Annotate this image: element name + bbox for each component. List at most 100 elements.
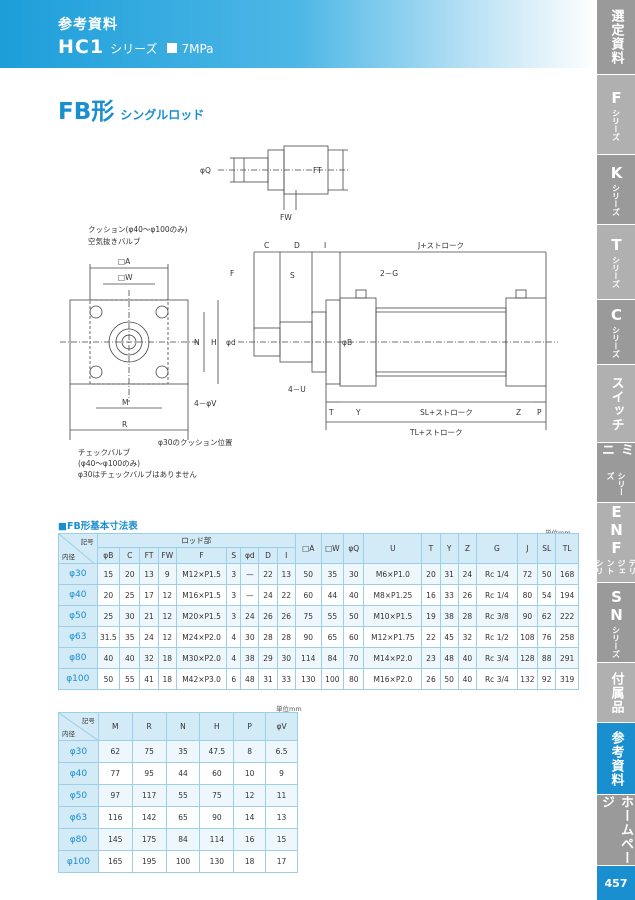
- side-index-tabs: 選定資料FシリーズKシリーズTシリーズCシリーズスイッチミニシリーズENFインテ…: [584, 0, 635, 900]
- table1-header: SL: [537, 533, 557, 564]
- dim-f: F: [230, 269, 234, 278]
- side-tab-label: SN: [607, 587, 626, 624]
- dim-u: 4－U: [288, 385, 306, 394]
- side-tab-sublabel: シリーズ: [611, 256, 621, 288]
- table-cell: 100: [320, 668, 345, 690]
- table1-corner-bore: 内径: [62, 553, 75, 561]
- side-tab[interactable]: ミニシリーズ: [597, 443, 635, 503]
- table-cell: 26: [457, 584, 478, 606]
- table-cell: 31: [439, 563, 459, 585]
- dim-tl: TL+ストローク: [409, 428, 463, 437]
- table-cell: 12: [233, 784, 267, 807]
- table1-bore: φ80: [58, 647, 98, 669]
- table-cell: 76: [537, 626, 557, 648]
- side-tab[interactable]: 参考資料: [597, 723, 635, 795]
- section-title: FB形シングルロッド: [58, 92, 204, 126]
- side-tab[interactable]: 選定資料: [597, 0, 635, 75]
- note-check-valve-range: (φ40～φ100のみ): [78, 459, 140, 468]
- table-cell: 3: [226, 605, 242, 627]
- side-tab[interactable]: スイッチ: [597, 365, 635, 443]
- side-tab-sublabel: シリーズ: [611, 326, 621, 358]
- table-cell: —: [240, 563, 260, 585]
- table1-bore: φ100: [58, 668, 98, 690]
- dim-j: J+ストローク: [417, 241, 464, 250]
- table-cell: 20: [421, 563, 441, 585]
- table1-header: Y: [439, 533, 459, 564]
- side-tab[interactable]: ENFインテリジェントシリーズ: [584, 503, 635, 583]
- side-tab[interactable]: 付属品: [597, 663, 635, 723]
- technical-drawing: φQ FT FW クッション(φ40～φ100のみ) 空気抜きバルブ □A □W…: [58, 140, 598, 500]
- side-tab-label: スイッチ: [608, 375, 624, 432]
- drawing-svg: φQ FT FW クッション(φ40～φ100のみ) 空気抜きバルブ □A □W…: [60, 145, 558, 479]
- note-phi30: φ30はチェックバルブはありません: [78, 469, 197, 479]
- table-cell: 62: [537, 605, 557, 627]
- side-tab[interactable]: ホームページ: [597, 795, 635, 866]
- table-cell: 25: [96, 605, 121, 627]
- table-cell: M10×P1.5: [363, 605, 423, 627]
- table1-corner: 記号 内径: [58, 533, 98, 564]
- table-cell: 50: [96, 668, 121, 690]
- table-cell: 20: [119, 563, 141, 585]
- table2-corner: 記号 内径: [58, 712, 99, 741]
- table-cell: 44: [165, 762, 201, 785]
- side-tab-sublabel: インテリジェントシリーズ: [584, 559, 635, 575]
- side-tab-label: 参考資料: [608, 730, 624, 787]
- table2-bore: φ63: [58, 806, 99, 829]
- table1-header: U: [363, 533, 423, 564]
- header-series: HC1: [58, 36, 105, 58]
- table2-header: P: [233, 712, 267, 741]
- table-cell: 30: [240, 626, 260, 648]
- table-cell: Rc 1/4: [476, 584, 518, 606]
- table-cell: 30: [343, 563, 365, 585]
- table-cell: Rc 1/4: [476, 563, 518, 585]
- table1-bore: φ30: [58, 563, 98, 585]
- side-tab-label: ホームページ: [599, 795, 633, 865]
- table-cell: 142: [131, 806, 167, 829]
- table-cell: 90: [516, 605, 539, 627]
- table-cell: 20: [96, 584, 121, 606]
- table-cell: 84: [165, 828, 201, 851]
- dim-phid: φd: [226, 338, 236, 347]
- table-cell: 114: [199, 828, 235, 851]
- dim-d: D: [294, 241, 300, 250]
- table-cell: 65: [165, 806, 201, 829]
- table-cell: 97: [97, 784, 133, 807]
- table-cell: 117: [131, 784, 167, 807]
- table-cell: 75: [294, 605, 322, 627]
- note-cushion-pos: φ30のクッション位置: [158, 437, 233, 447]
- table-cell: 108: [516, 626, 539, 648]
- table1-rod-header: C: [119, 547, 141, 564]
- table-cell: 222: [555, 605, 579, 627]
- table-cell: 10: [233, 762, 267, 785]
- table-cell: M16×P2.0: [363, 668, 423, 690]
- table-cell: 22: [258, 563, 278, 585]
- label-q: φQ: [200, 166, 211, 175]
- table2-header: φV: [265, 712, 298, 741]
- table-cell: 41: [139, 668, 159, 690]
- table-cell: 319: [555, 668, 579, 690]
- table-cell: 75: [131, 740, 167, 763]
- table-cell: M12×P1.5: [175, 563, 228, 585]
- table1-rod-header: D: [258, 547, 278, 564]
- table-cell: 132: [516, 668, 539, 690]
- square-bullet-icon: [167, 43, 178, 53]
- dim-phib: φB: [342, 338, 352, 347]
- table-cell: 24: [457, 563, 478, 585]
- table-cell: 35: [119, 626, 141, 648]
- table-cell: 40: [457, 668, 478, 690]
- table2-header: N: [165, 712, 201, 741]
- table1-rod-header: I: [276, 547, 296, 564]
- dim-v: 4－φV: [194, 399, 217, 408]
- table-cell: 168: [555, 563, 579, 585]
- table-cell: 65: [320, 626, 345, 648]
- label-ft: FT: [313, 166, 322, 175]
- table-cell: 22: [421, 626, 441, 648]
- table-cell: 25: [119, 584, 141, 606]
- table-cell: 195: [131, 850, 167, 873]
